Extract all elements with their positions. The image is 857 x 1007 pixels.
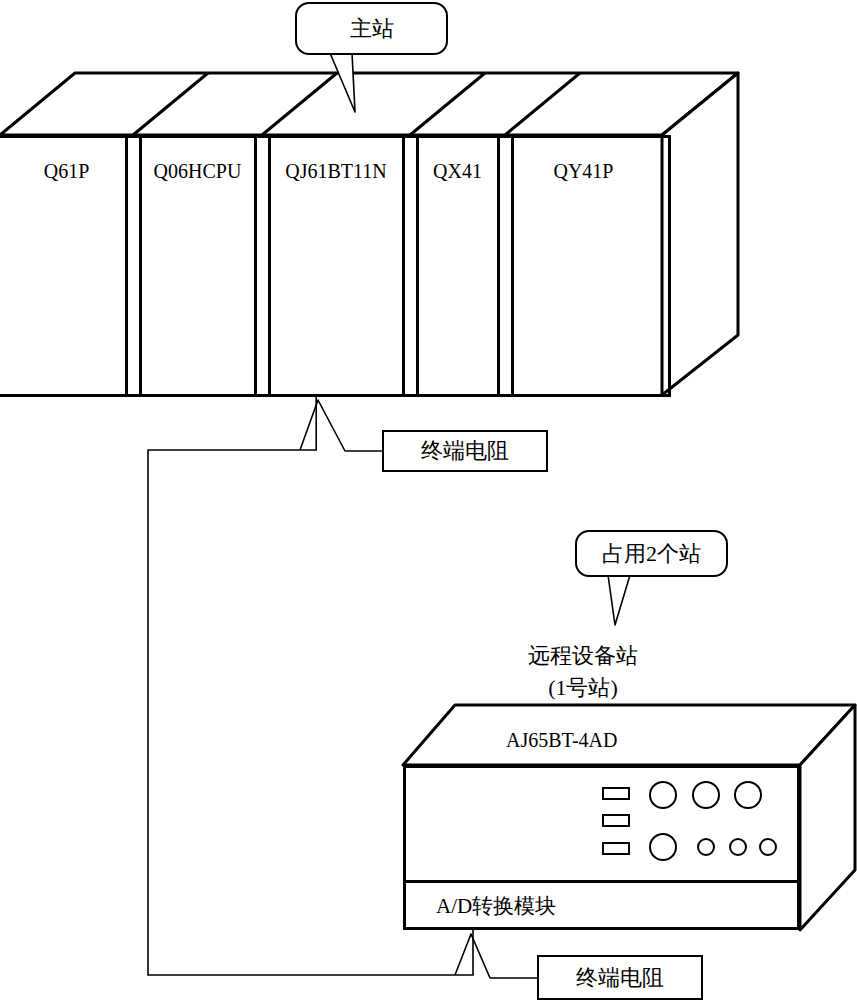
callout-text: 终端电阻 [539, 957, 701, 998]
module-name: Q61P [0, 160, 139, 183]
terminal-screw [730, 839, 746, 855]
indicator-led [603, 815, 629, 826]
callout-pointer [330, 53, 355, 112]
callout-pointer [300, 400, 391, 451]
rotary-switch [693, 782, 719, 808]
indicator-led [603, 843, 629, 854]
callout-box: 终端电阻 [537, 955, 703, 1000]
callout-pointer [608, 575, 630, 625]
callout-pointer [455, 934, 546, 978]
bus-cable [148, 397, 473, 975]
module-edge [410, 73, 485, 135]
indicator-led [603, 788, 629, 799]
cpu-module: Q06HCPU [125, 135, 271, 397]
callout-text: 终端电阻 [384, 432, 546, 470]
module-name: Q06HCPU [128, 160, 268, 183]
rotary-switch [650, 834, 676, 860]
output-module: QY41P [497, 135, 671, 397]
module-edge [262, 73, 337, 135]
module-name: QY41P [500, 160, 668, 183]
callout-text: 占用2个站 [577, 532, 726, 575]
network-module: QJ61BT11N [254, 135, 419, 397]
rack-top-face [0, 73, 738, 135]
remote-station: 远程设备站 (1号站)AJ65BT-4ADA/D转换模块 [403, 765, 800, 930]
module-edge [133, 73, 208, 135]
module-caption: A/D转换模块 [436, 883, 797, 930]
module-nameplate: A/D转换模块 [406, 880, 797, 927]
remote-side-face [800, 705, 855, 930]
module-name: QX41 [405, 160, 511, 183]
station-label: 远程设备站 (1号站) [518, 640, 648, 704]
module-edge [505, 73, 580, 135]
rotary-switch [650, 782, 676, 808]
remote-top-face [403, 705, 855, 765]
rack-side-face [662, 73, 738, 395]
callout-box: 终端电阻 [382, 430, 548, 472]
callout-text: 主站 [297, 4, 446, 53]
model-label: AJ65BT-4AD [506, 726, 618, 755]
callout-bubble: 占用2个站 [575, 530, 728, 577]
power-module: Q61P [0, 135, 142, 397]
callout-bubble: 主站 [295, 2, 448, 55]
rotary-switch [735, 782, 761, 808]
terminal-screw [698, 839, 714, 855]
terminal-screw [760, 839, 776, 855]
module-name: QJ61BT11N [257, 160, 416, 183]
